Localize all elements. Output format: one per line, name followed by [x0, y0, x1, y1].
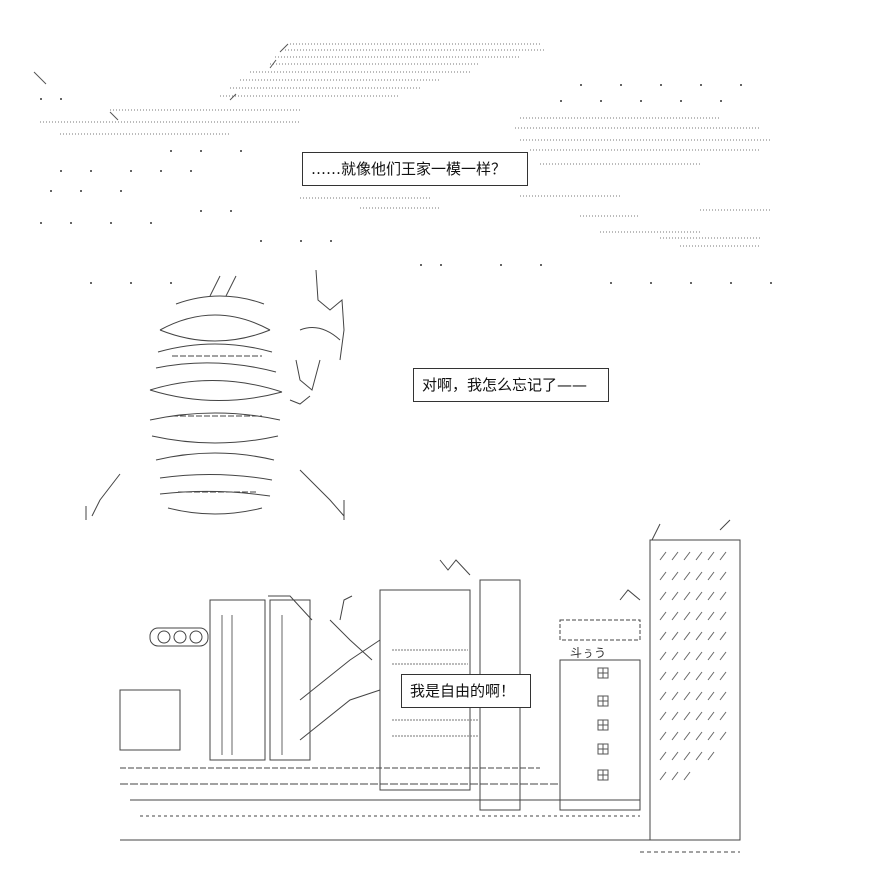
speech-bubble-wangjia-text: ……就像他们王家一模一样？ [311, 159, 507, 178]
city-sign-text: 斗ぅう [570, 646, 607, 660]
speech-bubble-forgot: 对啊，我怎么忘记了—— [413, 368, 609, 402]
speech-bubble-wangjia: ……就像他们王家一模一样？ [302, 152, 528, 186]
sky-slashes [33, 43, 289, 121]
speech-bubble-forgot-text: 对啊，我怎么忘记了—— [422, 375, 588, 394]
sky-streaks [40, 43, 770, 247]
speech-bubble-free: 我是自由的啊！ [401, 674, 531, 708]
city-sign: 斗ぅう [570, 644, 606, 661]
speech-bubble-free-text: 我是自由的啊！ [410, 681, 516, 700]
character-figure [85, 269, 345, 520]
sky-dots [40, 84, 772, 284]
